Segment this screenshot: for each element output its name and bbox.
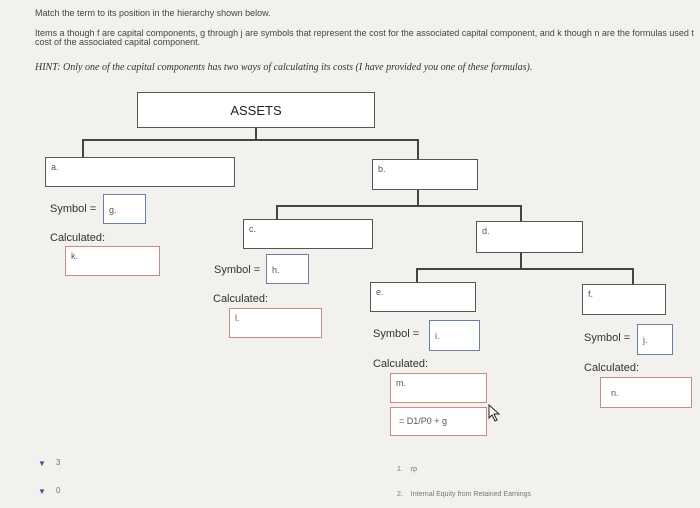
dropdown-2-caret-icon: ▼ — [38, 487, 46, 496]
instruction-line-1: Match the term to its position in the hi… — [35, 8, 271, 18]
component-a-label: a. — [51, 162, 59, 172]
symbol-box-j[interactable]: j. — [637, 324, 673, 355]
symbol-label-e: Symbol = — [373, 328, 420, 340]
formula-l-label: l. — [235, 313, 240, 323]
assets-label: ASSETS — [230, 103, 282, 118]
component-box-f[interactable]: f. — [582, 284, 666, 315]
formula-box-k[interactable]: k. — [65, 246, 160, 276]
answer-item-2-number: 2. — [397, 491, 403, 498]
connector-b-horizontal — [276, 205, 521, 207]
mouse-cursor-icon — [488, 404, 501, 422]
component-d-label: d. — [482, 226, 490, 236]
answer-item-1-number: 1. — [397, 466, 403, 473]
calculated-label-c: Calculated: — [213, 293, 269, 305]
answer-item-1[interactable]: 1. rp — [397, 466, 417, 473]
component-box-b[interactable]: b. — [372, 159, 478, 190]
formula-box-n[interactable]: n. — [600, 377, 692, 408]
answer-item-2[interactable]: 2. Internal Equity from Retained Earning… — [397, 491, 531, 498]
connector-b-vertical — [417, 190, 419, 206]
calculated-label-f: Calculated: — [584, 362, 640, 374]
symbol-box-g[interactable]: g. — [103, 194, 146, 224]
symbol-label-a: Symbol = — [50, 203, 97, 215]
symbol-j-label: j. — [643, 335, 648, 345]
dropdown-1[interactable]: ▼ 3 — [28, 457, 72, 471]
connector-root-horizontal — [82, 139, 418, 141]
component-c-label: c. — [249, 224, 257, 234]
hint-text: HINT: Only one of the capital components… — [35, 62, 533, 73]
dropdown-1-value: 3 — [56, 458, 61, 467]
formula-m-label: m. — [396, 378, 406, 388]
component-e-label: e. — [376, 287, 384, 297]
formula-box-m[interactable]: m. — [390, 373, 487, 403]
instruction-line-2: Items a though f are capital components,… — [35, 28, 694, 38]
symbol-g-label: g. — [109, 205, 117, 215]
symbol-i-label: i. — [435, 331, 440, 341]
answer-item-1-text: rp — [410, 466, 418, 473]
symbol-box-i[interactable]: i. — [429, 320, 480, 351]
dropdown-1-caret-icon: ▼ — [38, 459, 46, 468]
calculated-label-e: Calculated: — [373, 358, 429, 370]
formula-k-label: k. — [71, 251, 79, 261]
connector-to-f — [632, 268, 634, 284]
connector-to-a — [82, 139, 84, 157]
connector-root-vertical — [255, 128, 257, 140]
symbol-label-f: Symbol = — [584, 332, 631, 344]
connector-d-vertical — [520, 253, 522, 269]
connector-to-c — [276, 205, 278, 219]
symbol-label-c: Symbol = — [214, 264, 261, 276]
assets-box: ASSETS — [137, 92, 375, 128]
connector-d-horizontal — [416, 268, 634, 270]
given-formula-box: = D1/P0 + g — [390, 407, 487, 436]
connector-to-b — [417, 139, 419, 159]
dropdown-2-value: 0 — [56, 486, 61, 495]
connector-to-e — [416, 268, 418, 282]
connector-to-d — [520, 205, 522, 221]
component-box-c[interactable]: c. — [243, 219, 373, 249]
symbol-box-h[interactable]: h. — [266, 254, 309, 284]
formula-n-label: n. — [611, 388, 619, 398]
dropdown-2[interactable]: ▼ 0 — [28, 485, 72, 499]
component-f-label: f. — [588, 289, 594, 299]
component-box-e[interactable]: e. — [370, 282, 476, 312]
component-box-a[interactable]: a. — [45, 157, 235, 187]
answer-item-2-text: Internal Equity from Retained Earnings — [410, 491, 532, 498]
formula-box-l[interactable]: l. — [229, 308, 322, 338]
given-formula-text: = D1/P0 + g — [399, 416, 448, 426]
symbol-h-label: h. — [272, 265, 280, 275]
instruction-line-3: cost of the associated capital component… — [35, 37, 201, 47]
component-box-d[interactable]: d. — [476, 221, 583, 253]
component-b-label: b. — [378, 164, 386, 174]
calculated-label-a: Calculated: — [50, 232, 106, 244]
